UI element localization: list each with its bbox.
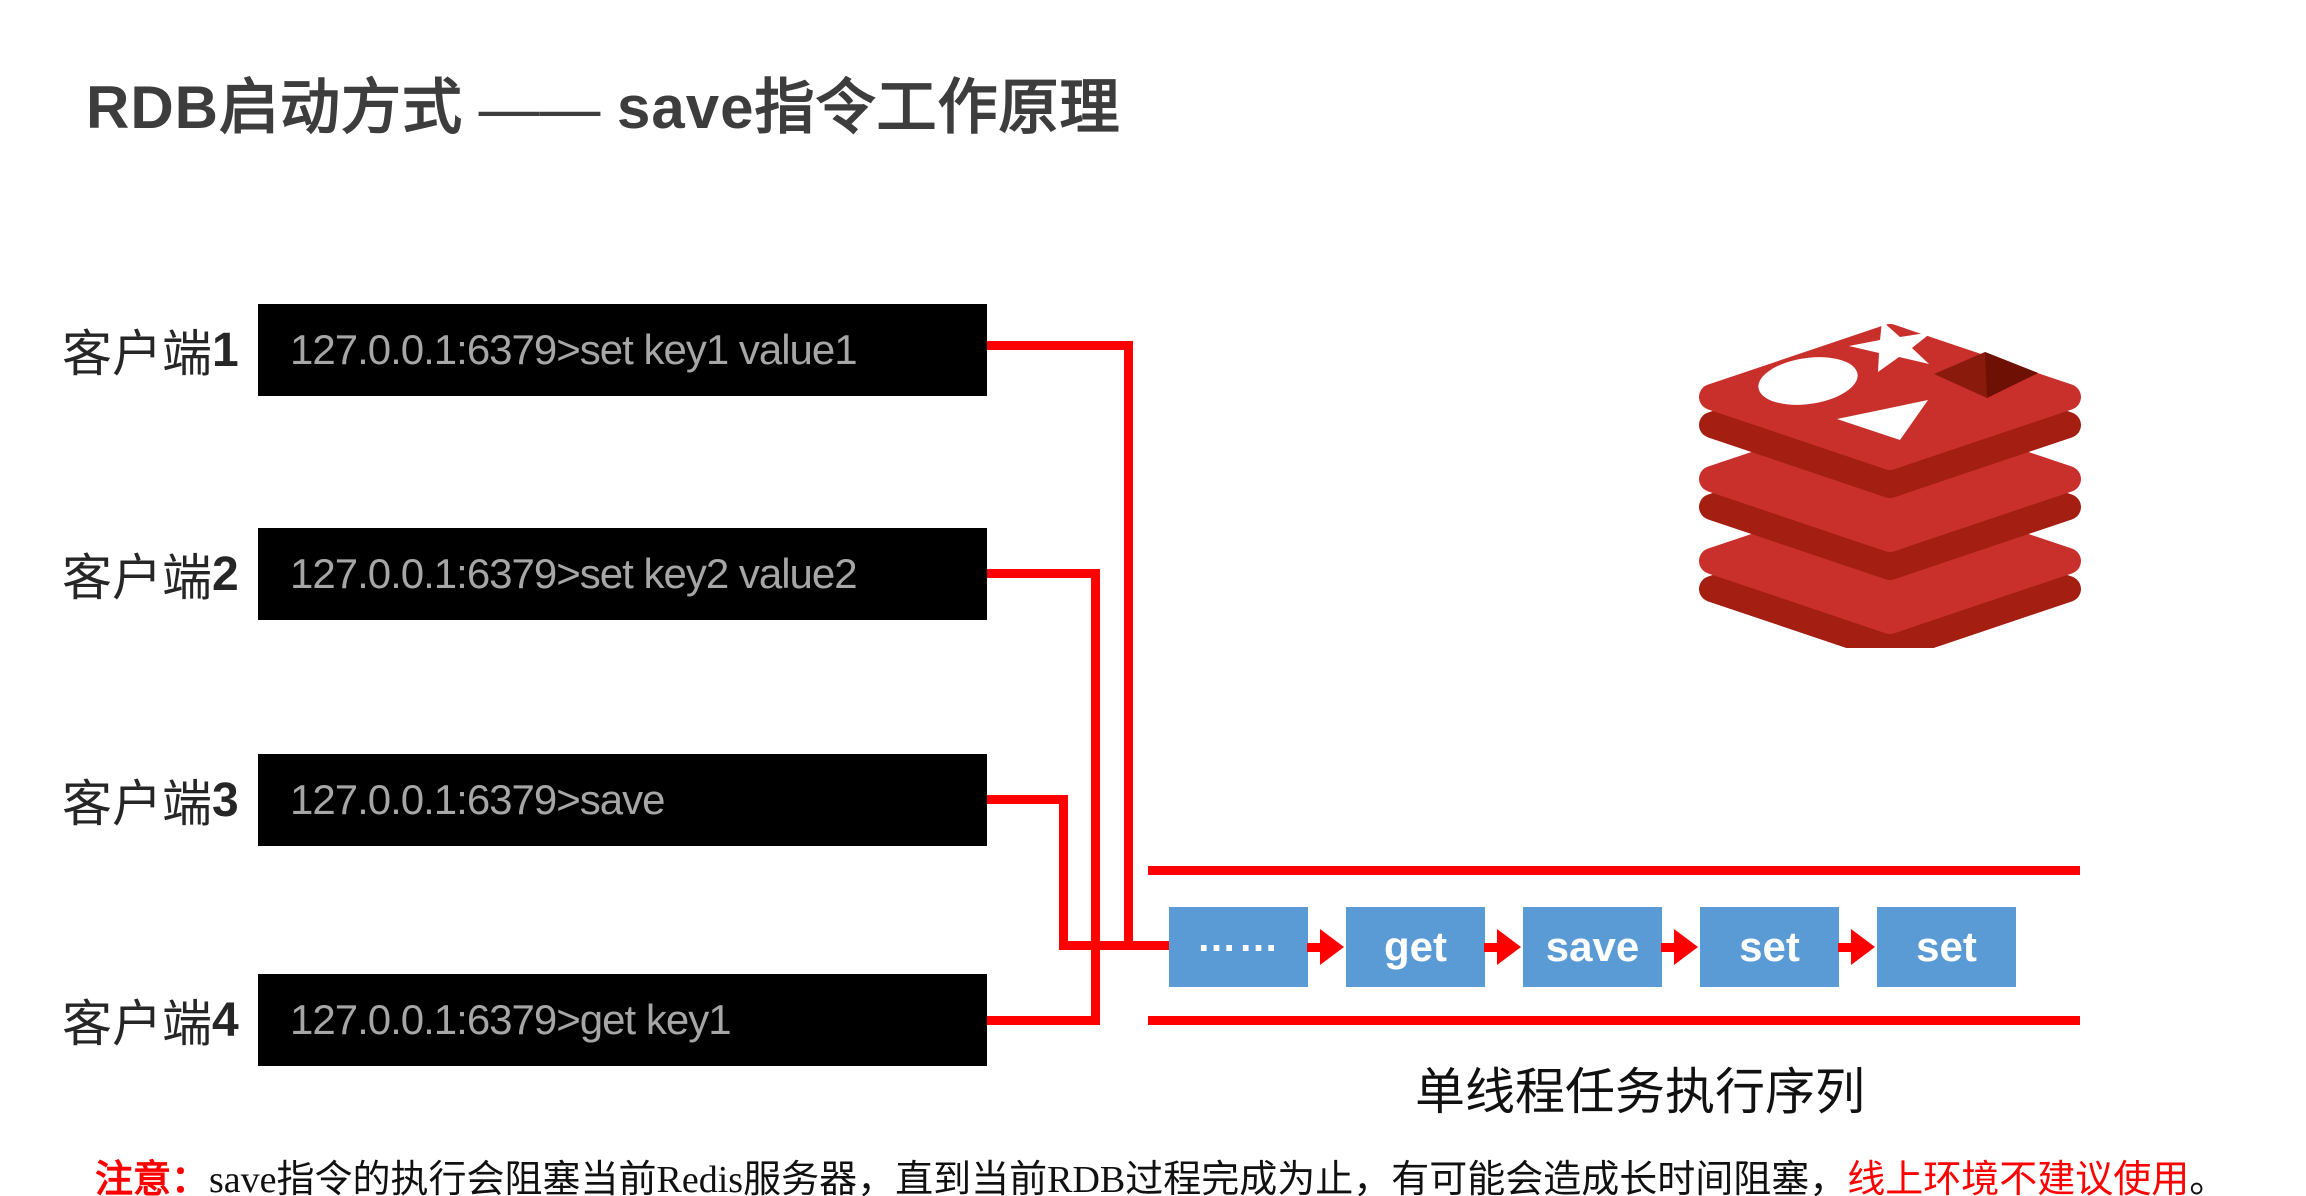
queue-task-ellipsis: …… bbox=[1169, 907, 1308, 987]
client4-command: 127.0.0.1:6379>get key1 bbox=[290, 996, 732, 1043]
client2-terminal-box: 127.0.0.1:6379>set key2 value2 bbox=[258, 528, 987, 620]
connector-client3-h bbox=[987, 795, 1068, 804]
client3-terminal-box: 127.0.0.1:6379>save bbox=[258, 754, 987, 846]
connector-client4-v bbox=[1091, 941, 1100, 1025]
connector-client3-v bbox=[1059, 795, 1068, 950]
note-suffix: 。 bbox=[2189, 1159, 2228, 1196]
queue-task-set2: set bbox=[1877, 907, 2016, 987]
connector-client2-v bbox=[1091, 569, 1100, 950]
note-text: 注意：save指令的执行会阻塞当前Redis服务器，直到当前RDB过程完成为止，… bbox=[95, 1148, 2227, 1196]
queue-task-get: get bbox=[1346, 907, 1485, 987]
title-cn2: 指令工作原理 bbox=[754, 75, 1121, 141]
arrow-right-icon bbox=[1484, 929, 1521, 965]
connector-client4-h bbox=[987, 1016, 1100, 1025]
arrow-right-icon bbox=[1661, 929, 1698, 965]
logo-ellipse bbox=[1758, 357, 1858, 405]
queue-caption: 单线程任务执行序列 bbox=[1415, 1064, 1865, 1120]
arrow-right-icon bbox=[1838, 929, 1875, 965]
connector-junction-h bbox=[1059, 941, 1169, 950]
arrow-right-icon bbox=[1307, 929, 1344, 965]
logo-hole-shade bbox=[1985, 352, 2038, 398]
client1-command: 127.0.0.1:6379>set key1 value1 bbox=[290, 326, 858, 373]
queue-rail-bottom bbox=[1148, 1016, 2080, 1025]
connector-client2-h bbox=[987, 569, 1100, 578]
logo-triangle bbox=[1837, 400, 1928, 440]
title-cn1: 启动方式 —— bbox=[219, 75, 617, 141]
queue-rail-top bbox=[1148, 866, 2080, 875]
queue-task-set1: set bbox=[1700, 907, 1839, 987]
client4-terminal-box: 127.0.0.1:6379>get key1 bbox=[258, 974, 987, 1066]
client3-command: 127.0.0.1:6379>save bbox=[290, 776, 666, 823]
note-highlight: 线上环境不建议使用 bbox=[1847, 1159, 2190, 1196]
note-prefix: 注意： bbox=[95, 1159, 210, 1196]
connector-client1-v bbox=[1124, 341, 1133, 950]
client2-command: 127.0.0.1:6379>set key2 value2 bbox=[290, 550, 858, 597]
queue-task-save: save bbox=[1523, 907, 1662, 987]
title-rdb: RDB bbox=[86, 74, 219, 141]
page-title: RDB启动方式 —— save指令工作原理 bbox=[86, 74, 1120, 142]
logo-star bbox=[1849, 321, 1932, 372]
title-save: save bbox=[617, 74, 755, 141]
redis-logo-icon bbox=[1699, 321, 2081, 648]
client1-terminal-box: 127.0.0.1:6379>set key1 value1 bbox=[258, 304, 987, 396]
connector-client1-h bbox=[987, 341, 1133, 350]
note-body: save指令的执行会阻塞当前Redis服务器，直到当前RDB过程完成为止，有可能… bbox=[209, 1159, 1848, 1196]
